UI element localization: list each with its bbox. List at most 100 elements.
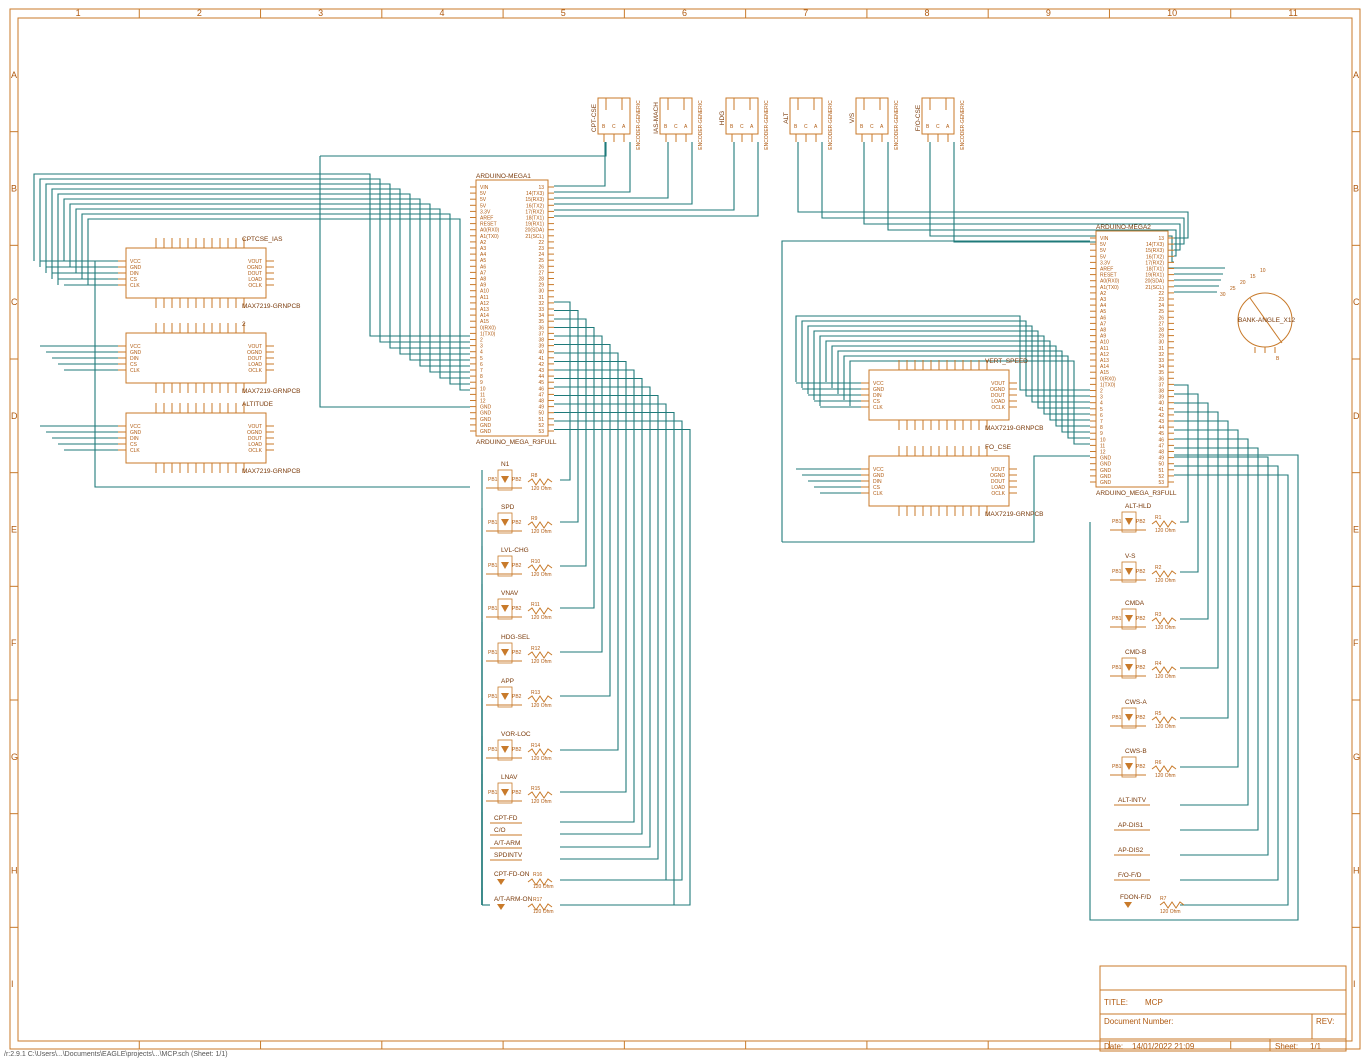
pin-label: 31 [1158, 346, 1164, 352]
led-icon [501, 605, 509, 612]
wire [554, 386, 651, 848]
bank-angle-pin-label: 25 [1230, 286, 1236, 292]
resistor-name: R2 [1155, 565, 1162, 571]
arduino-mega-2: ARDUINO-MEGA2 ARDUINO_MEGA_R3FULL VIN5V5… [1090, 224, 1177, 497]
row-label-right: B [1353, 184, 1359, 194]
pin-label: VCC [130, 344, 141, 350]
pin-label: A5 [480, 258, 486, 264]
pin-label: 15(RX3) [525, 197, 544, 203]
pin-label: 5V [480, 203, 487, 209]
wire [825, 340, 1090, 421]
sheet-label: Sheet: [1275, 1042, 1298, 1051]
encoder-value: ENCODER-GENERIC [960, 100, 966, 150]
pin-label: CLK [130, 368, 140, 374]
encoder-pin-label: A [750, 124, 754, 130]
pin-label: 46 [538, 386, 544, 392]
max7219-name: 2 [242, 321, 246, 328]
row-label-right: D [1353, 411, 1360, 421]
pin-label: 9 [1100, 431, 1103, 437]
switch-body [497, 555, 513, 577]
switch-name: LNAV [501, 774, 518, 781]
pin-label: OGND [990, 473, 1005, 479]
toggle-switch-name: SPDINTV [494, 852, 523, 859]
column-label: 9 [1046, 8, 1051, 18]
mega1-value: ARDUINO_MEGA_R3FULL [476, 439, 557, 446]
pin-label: A13 [480, 307, 489, 313]
pin-label: 33 [1158, 358, 1164, 364]
pin-label: 20(SDA) [525, 228, 545, 234]
pin-label: RESET [480, 222, 497, 228]
pin-label: 2 [480, 338, 483, 344]
pin-label: OCLK [991, 405, 1005, 411]
pin-label: A3 [480, 246, 486, 252]
file-path-footer: /r:2.9.1 C:\Users\...\Documents\EAGLE\pr… [4, 1051, 228, 1058]
pin-label: 43 [1158, 419, 1164, 425]
resistor-value: 120 Ohm [531, 756, 552, 762]
pin-label: A4 [1100, 303, 1106, 309]
wire [1174, 456, 1269, 856]
wire [797, 142, 1189, 239]
pin-label: CS [130, 442, 138, 448]
encoder-value: ENCODER-GENERIC [894, 100, 900, 150]
pin-label: PB2 [1136, 764, 1146, 770]
wire [554, 377, 643, 835]
encoder-name: V/S [849, 112, 856, 123]
pin-label: 5V [480, 197, 487, 203]
pin-label: DOUT [248, 356, 262, 362]
pin-label: VOUT [991, 381, 1005, 387]
row-label-right: I [1353, 979, 1356, 989]
pin-label: PB2 [1136, 616, 1146, 622]
pin-label: PB1 [488, 694, 498, 700]
pin-label: 2 [1100, 389, 1103, 395]
pin-label: A9 [480, 283, 486, 289]
switch-name: VOR-LOC [501, 731, 531, 738]
encoder-pin-label: C [804, 124, 808, 130]
encoder-pin-label: A [946, 124, 950, 130]
pin-label: A11 [1100, 346, 1109, 352]
pin-label: GND [873, 387, 885, 393]
pin-label: A12 [480, 301, 489, 307]
pin-label: 51 [538, 417, 544, 423]
wire [782, 455, 1090, 543]
resistor-value: 120 Ohm [531, 572, 552, 578]
pin-label: 13 [1158, 236, 1164, 242]
pin-label: 22 [538, 240, 544, 246]
pin-label: A8 [1100, 328, 1106, 334]
doc-number-label: Document Number: [1104, 1017, 1173, 1026]
pin-label: A14 [1100, 364, 1109, 370]
pin-label: CLK [130, 448, 140, 454]
pin-label: PB2 [512, 694, 522, 700]
pin-label: GND [130, 265, 142, 271]
led-icon [501, 519, 509, 526]
encoder-pin-label: A [684, 124, 688, 130]
pin-label: 51 [1158, 468, 1164, 474]
pin-label: VOUT [248, 344, 262, 350]
toggle-switch-name: AP-DIS2 [1118, 847, 1144, 854]
resistor-value: 120 Ohm [1155, 773, 1176, 779]
pin-label: CS [130, 362, 138, 368]
encoder-pin-label: C [612, 124, 616, 130]
pin-label: OCLK [991, 491, 1005, 497]
pin-label: 7 [1100, 419, 1103, 425]
title-label: TITLE: [1104, 998, 1128, 1007]
max7219-body [125, 412, 267, 464]
wire [554, 428, 691, 906]
column-label: 7 [803, 8, 808, 18]
wire [1174, 429, 1239, 768]
pin-label: 0(RX0) [480, 325, 496, 331]
pin-label: CLK [873, 491, 883, 497]
pin-label: 27 [1158, 321, 1164, 327]
column-label: 1 [76, 8, 81, 18]
encoder-pin-label: A [880, 124, 884, 130]
pin-label: A10 [480, 289, 489, 295]
resistor-value: 120 Ohm [1155, 674, 1176, 680]
resistor-icon [527, 878, 553, 886]
pin-label: PB1 [1112, 569, 1122, 575]
switch-body [1121, 608, 1137, 630]
pin-label: 0(RX0) [1100, 376, 1116, 382]
pin-label: 37 [538, 331, 544, 337]
resistor-name: R15 [531, 786, 540, 792]
pin-label: 5V [480, 191, 487, 197]
pin-label: CLK [130, 283, 140, 289]
toggle-switch-name: C/O [494, 827, 506, 834]
